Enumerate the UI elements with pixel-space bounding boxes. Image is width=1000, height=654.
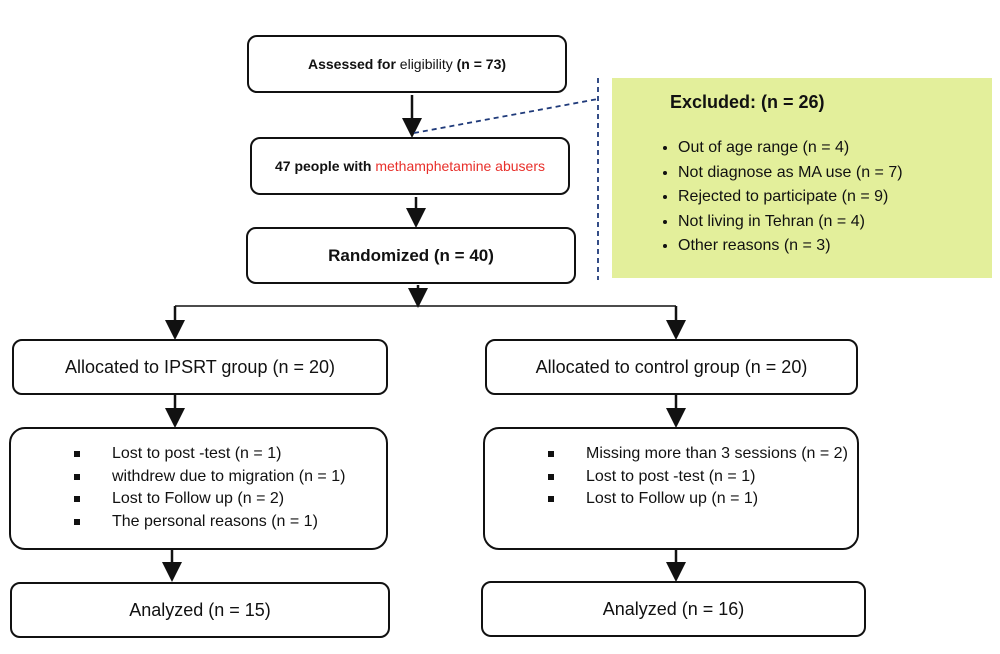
ipsrt-analyzed-label: Analyzed (n = 15) — [129, 599, 271, 620]
people-box: 47 people with methamphetamine abusers — [250, 137, 570, 195]
excluded-item: Rejected to participate (n = 9) — [678, 185, 903, 210]
ipsrt-allocated-label: Allocated to IPSRT group (n = 20) — [65, 356, 335, 377]
ipsrt-losses-list: Lost to post -test (n = 1) withdrew due … — [74, 443, 345, 533]
excluded-panel: Excluded: (n = 26) Out of age range (n =… — [612, 78, 992, 278]
excluded-item: Out of age range (n = 4) — [678, 136, 903, 161]
dashed-exclusion-link — [413, 98, 599, 134]
control-losses-list: Missing more than 3 sessions (n = 2) Los… — [548, 443, 848, 511]
excluded-title: Excluded: (n = 26) — [670, 92, 825, 112]
excluded-item: Not living in Tehran (n = 4) — [678, 210, 903, 235]
control-loss-item: Lost to Follow up (n = 1) — [548, 488, 848, 511]
excluded-item: Not diagnose as MA use (n = 7) — [678, 161, 903, 186]
ipsrt-losses-box: Lost to post -test (n = 1) withdrew due … — [9, 427, 388, 550]
control-analyzed-label: Analyzed (n = 16) — [602, 598, 745, 619]
control-analyzed-box: Analyzed (n = 16) — [481, 581, 866, 637]
assessed-box: Assessed for eligibility (n = 73) — [247, 35, 567, 93]
control-loss-item: Missing more than 3 sessions (n = 2) — [548, 443, 848, 466]
excluded-list: Out of age range (n = 4) Not diagnose as… — [662, 136, 903, 259]
ipsrt-loss-item: Lost to Follow up (n = 2) — [74, 488, 345, 511]
control-allocated-box: Allocated to control group (n = 20) — [485, 339, 858, 395]
assessed-label: Assessed for eligibility (n = 73) — [307, 56, 507, 72]
randomized-box: Randomized (n = 40) — [246, 227, 576, 284]
ipsrt-loss-item: The personal reasons (n = 1) — [74, 511, 345, 534]
ipsrt-analyzed-box: Analyzed (n = 15) — [10, 582, 390, 638]
control-allocated-label: Allocated to control group (n = 20) — [535, 356, 808, 377]
ipsrt-loss-item: Lost to post -test (n = 1) — [74, 443, 345, 466]
control-losses-box: Missing more than 3 sessions (n = 2) Los… — [483, 427, 859, 550]
excluded-item: Other reasons (n = 3) — [678, 234, 903, 259]
people-label: 47 people with methamphetamine abusers — [274, 158, 545, 174]
ipsrt-loss-item: withdrew due to migration (n = 1) — [74, 466, 345, 489]
randomized-label: Randomized (n = 40) — [328, 245, 494, 265]
control-loss-item: Lost to post -test (n = 1) — [548, 466, 848, 489]
ipsrt-allocated-box: Allocated to IPSRT group (n = 20) — [12, 339, 388, 395]
